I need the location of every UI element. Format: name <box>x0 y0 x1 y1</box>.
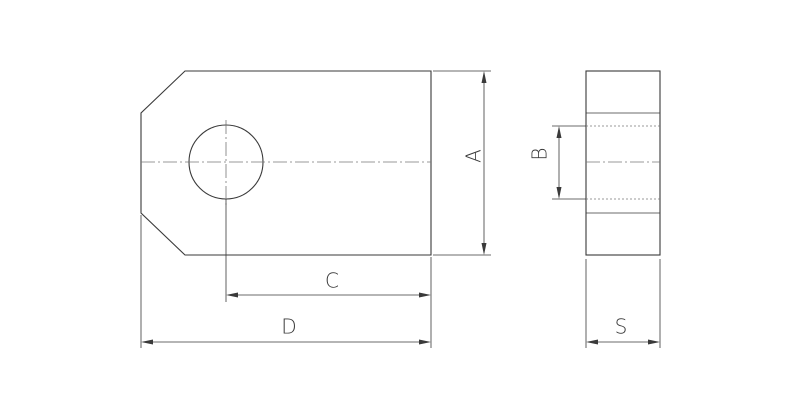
arrowhead-left <box>141 339 153 345</box>
dimension-label-s: S <box>615 315 628 339</box>
arrowhead-top <box>556 126 562 138</box>
arrowhead-right <box>419 339 431 345</box>
arrowhead-bottom <box>556 187 562 199</box>
arrowhead-right <box>419 292 431 298</box>
dimension-a: A <box>433 70 491 256</box>
arrowhead-top <box>481 71 487 83</box>
side-outline <box>585 70 661 256</box>
side-view <box>585 70 661 256</box>
arrowhead-left <box>586 339 598 345</box>
front-view <box>140 70 432 256</box>
plate-outline <box>140 70 432 256</box>
dimension-s: S <box>585 259 661 348</box>
dimension-b: B <box>528 125 586 200</box>
dimension-d: D <box>140 215 432 348</box>
dimension-label-a: A <box>462 149 486 163</box>
arrowhead-bottom <box>481 243 487 255</box>
dimension-label-d: D <box>281 315 296 339</box>
arrowhead-left <box>226 292 238 298</box>
dimension-label-c: C <box>325 269 339 293</box>
dimension-label-b: B <box>528 147 552 160</box>
arrowhead-right <box>648 339 660 345</box>
dimension-c: C <box>225 199 432 302</box>
